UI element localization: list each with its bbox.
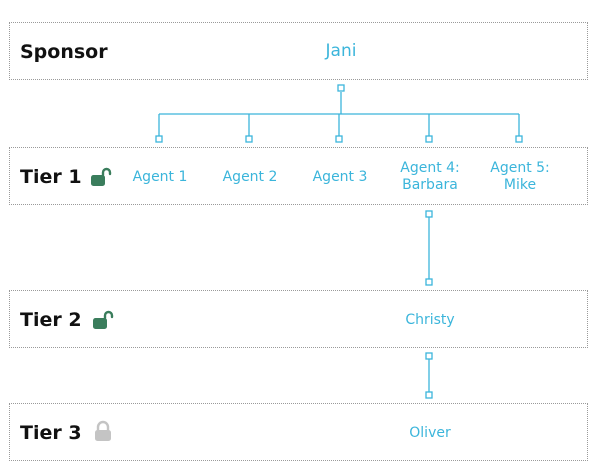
tier1-label: Tier 1 <box>20 166 82 188</box>
locked-padlock-icon[interactable] <box>92 420 114 442</box>
agent4-bottom-port <box>425 210 433 218</box>
sponsor-label: Sponsor <box>20 41 108 63</box>
tier2-label: Tier 2 <box>20 309 82 331</box>
agent4-top-port <box>425 135 433 143</box>
agent-name-line1: Agent 1 <box>132 169 188 185</box>
unlocked-padlock-icon[interactable] <box>92 309 114 331</box>
sponsor-node[interactable]: Jani <box>325 41 357 61</box>
tier1-row: Tier 1 Agent 1 Agent 2 Agent 3 Agent 4: … <box>9 147 588 205</box>
agent-name-line1: Agent 3 <box>312 169 368 185</box>
agent1-port <box>155 135 163 143</box>
tier2-row: Tier 2 Christy <box>9 290 588 348</box>
agent-name-line1: Agent 2 <box>222 169 278 185</box>
tier1-agent-node[interactable]: Agent 1 <box>133 169 188 186</box>
agent-name-line1: Agent 5: <box>490 160 550 176</box>
oliver-node[interactable]: Oliver <box>409 425 451 441</box>
tier1-agent-node[interactable]: Agent 3 <box>313 169 368 186</box>
christy-node[interactable]: Christy <box>405 312 455 328</box>
agent-name-line1: Agent 4: <box>400 160 460 176</box>
sponsor-row: Sponsor Jani <box>9 22 588 80</box>
tier1-agent-node[interactable]: Agent 5: Mike <box>490 160 550 194</box>
agent5-port <box>515 135 523 143</box>
tier1-agent-node[interactable]: Agent 2 <box>223 169 278 186</box>
tier3-label: Tier 3 <box>20 422 82 444</box>
agent-name-line2: Barbara <box>402 177 458 193</box>
unlocked-padlock-icon[interactable] <box>90 166 112 188</box>
oliver-top-port <box>425 391 433 399</box>
christy-top-port <box>425 278 433 286</box>
sponsor-port <box>337 84 345 92</box>
tier1-agent-node[interactable]: Agent 4: Barbara <box>400 160 460 194</box>
agent2-port <box>245 135 253 143</box>
agent3-port <box>335 135 343 143</box>
agent-name-line2: Mike <box>503 177 537 193</box>
tier3-row: Tier 3 Oliver <box>9 403 588 461</box>
christy-bottom-port <box>425 352 433 360</box>
